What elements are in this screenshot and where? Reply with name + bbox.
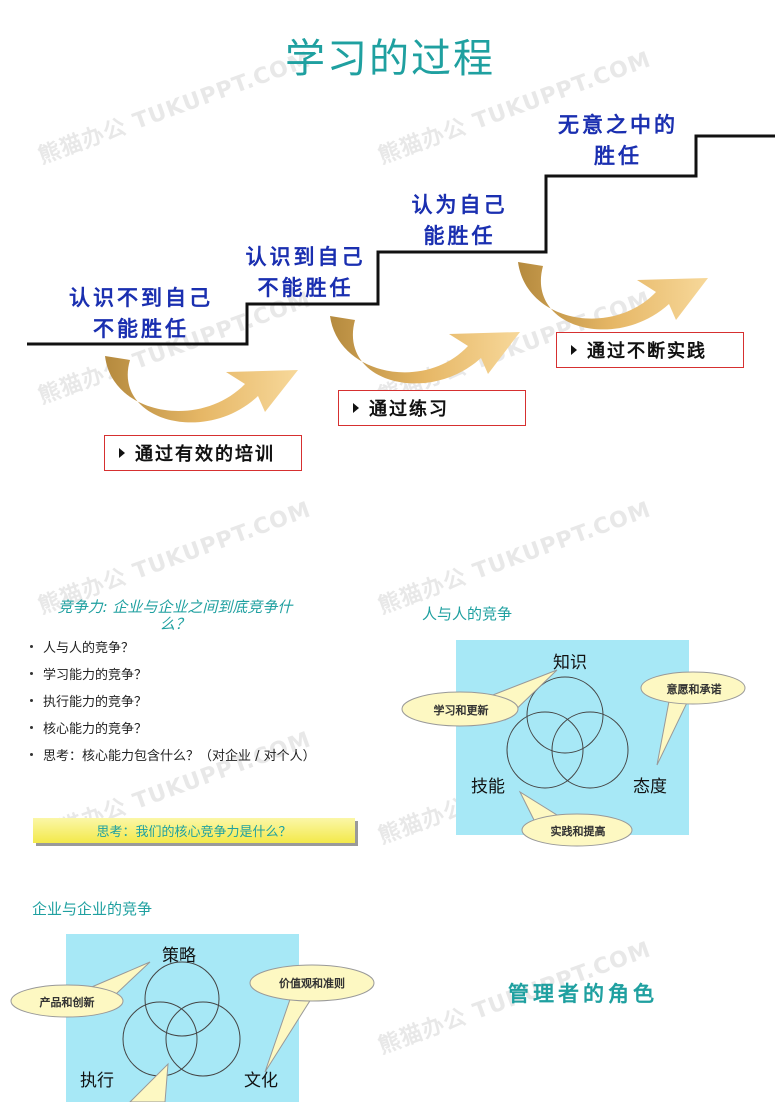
venn-label-attitude: 态度 [633, 777, 667, 797]
list-item: 思考：核心能力包含什么？（对企业 / 对个人） [30, 741, 390, 768]
bullet-triangle-icon [571, 345, 577, 355]
venn-circle-strategy [144, 961, 220, 1037]
bullet-triangle-icon [353, 403, 359, 413]
list-item: 学习能力的竞争？ [30, 660, 390, 687]
stage-2-label: 认识到自己不能胜任 [245, 244, 366, 300]
callout-bubble [640, 671, 746, 705]
person-venn-diagram [401, 669, 746, 847]
callout-bubble [10, 984, 124, 1018]
curved-arrow-2 [330, 316, 520, 384]
method-box-practice: 通过练习 [338, 390, 526, 426]
callout-bubble [401, 691, 519, 727]
venn-label-execution: 执行 [80, 1071, 114, 1091]
curved-arrow-3 [518, 262, 708, 330]
venn-circle-knowledge [526, 676, 604, 754]
stage-4-label: 无意之中的胜任 [558, 112, 678, 168]
venn-circle-attitude [551, 711, 629, 789]
list-item: 核心能力的竞争？ [30, 714, 390, 741]
venn-label-knowledge: 知识 [553, 653, 587, 673]
competition-question-title: 竞争力: 企业与企业之间到底竞争什 么？ [57, 598, 293, 633]
venn-label-strategy: 策略 [162, 946, 196, 966]
person-competition-label: 人与人的竞争 [422, 605, 513, 623]
page-title: 学习的过程 [285, 36, 495, 82]
enterprise-competition-label: 企业与企业的竞争 [32, 900, 153, 918]
staircase-line [27, 134, 775, 346]
watermark: 熊猫办公 TUKUPPT.COM [375, 497, 655, 620]
curved-arrow-1 [105, 356, 298, 423]
callout-values: 价值观和准则 [279, 977, 345, 990]
callout-bubble [521, 813, 633, 847]
callout-commitment: 意愿和承诺 [666, 683, 722, 696]
person-competition-panel [456, 640, 689, 835]
venn-circle-skill [506, 711, 584, 789]
callout-practice: 实践和提高 [550, 825, 606, 838]
staircase-diagram [27, 134, 775, 423]
list-item: 人与人的竞争？ [30, 633, 390, 660]
callout-learning: 学习和更新 [433, 704, 489, 717]
callout-innovation: 产品和创新 [39, 996, 95, 1009]
venn-circle-execution [122, 1001, 198, 1077]
enterprise-venn-diagram [10, 961, 375, 1102]
competition-bullet-list: 人与人的竞争？ 学习能力的竞争？ 执行能力的竞争？ 核心能力的竞争？ 思考：核心… [30, 633, 390, 768]
venn-label-culture: 文化 [244, 1071, 278, 1091]
callout-pointer [129, 1062, 169, 1102]
method-box-continuous: 通过不断实践 [556, 332, 744, 368]
stage-3-label: 认为自己能胜任 [411, 192, 508, 248]
list-item: 执行能力的竞争？ [30, 687, 390, 714]
manager-role-heading: 管理者的角色 [508, 981, 658, 1006]
method-box-training: 通过有效的培训 [104, 435, 302, 471]
think-box: 思考：我们的核心竞争力是什么？ [33, 818, 355, 843]
bullet-triangle-icon [119, 448, 125, 458]
stage-1-label: 认识不到自己不能胜任 [69, 285, 213, 341]
venn-label-skill: 技能 [471, 777, 505, 797]
venn-circle-culture [165, 1001, 241, 1077]
callout-bubble [249, 964, 375, 1002]
